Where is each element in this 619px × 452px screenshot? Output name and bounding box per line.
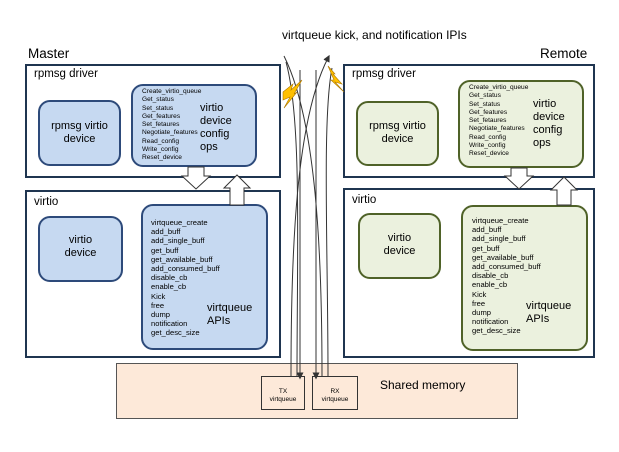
config-op-item: Create_virtio_queue	[142, 88, 202, 95]
virtqueue-api-item: Kick	[472, 289, 487, 299]
rx-line-up-left	[283, 55, 323, 377]
virtqueue-api-item: notification	[151, 319, 188, 329]
virtqueue-api-item: dump	[151, 310, 170, 320]
master-rpmsg-driver-title: rpmsg driver	[34, 68, 98, 80]
virtqueue-connector-lines	[283, 54, 333, 380]
master-virtio-title: virtio	[34, 196, 59, 208]
virtqueue-api-item: add_single_buff	[472, 234, 526, 244]
virtqueue-api-item: disable_cb	[151, 273, 188, 283]
virtqueue-api-item: enable_cb	[151, 282, 187, 292]
config-op-item: Negotiate_features	[142, 129, 198, 137]
virtqueue-api-item: enable_cb	[472, 280, 508, 290]
virtqueue-api-item: virtqueue_create	[472, 216, 529, 225]
rx-virtqueue-label: RX virtqueue	[321, 388, 349, 403]
master-lightning-icon	[282, 79, 303, 109]
config-op-item: Reset_device	[469, 150, 509, 158]
config-op-item: Get_status	[142, 96, 174, 104]
virtqueue-api-item: virtqueue_create	[151, 218, 208, 227]
master-virtqueue-api-box	[141, 204, 268, 350]
config-op-item: Read_config	[142, 137, 180, 145]
master-virtio-device-label: virtio device	[64, 234, 97, 259]
diagram-title: virtqueue kick, and notification IPIs	[282, 28, 467, 42]
config-op-item: Set_status	[469, 100, 501, 108]
virtqueue-api-item: disable_cb	[472, 271, 509, 281]
remote-lightning-icon	[327, 65, 345, 93]
remote-virtio-device-label: virtio device	[383, 232, 416, 257]
config-op-item: Get_status	[469, 92, 501, 100]
tx-line-up-right	[290, 54, 330, 377]
tx-virtqueue-label: TX virtqueue	[269, 388, 297, 403]
virtqueue-api-item: get_available_buff	[472, 252, 534, 262]
rx-virtqueue-box	[312, 376, 358, 410]
shared-memory-label: Shared memory	[380, 378, 466, 392]
virtqueue-api-item: get_desc_size	[151, 328, 200, 338]
master-config-ops-box	[131, 84, 257, 167]
config-op-item: Read_config	[469, 133, 507, 141]
remote-config-ops-box	[458, 80, 584, 168]
virtqueue-api-item: get_available_buff	[151, 254, 213, 264]
remote-virtio-title: virtio	[352, 194, 377, 206]
virtqueue-api-item: add_consumed_buff	[151, 264, 220, 274]
remote-rpmsg-virtio-device-label: rpmsg virtio device	[369, 120, 426, 145]
remote-virtqueue-api-box	[461, 205, 588, 351]
virtqueue-api-item: dump	[472, 308, 491, 318]
virtqueue-api-item: get_buff	[151, 245, 179, 255]
remote-down-block-arrow	[503, 167, 535, 190]
remote-label: Remote	[540, 46, 588, 61]
master-up-block-arrow	[222, 174, 252, 206]
virtqueue-api-item: add_consumed_buff	[472, 262, 541, 272]
config-op-item: Set_status	[142, 104, 174, 112]
config-op-item: Get_features	[142, 112, 181, 120]
rx-line-up-right	[325, 67, 333, 377]
remote-virtio-device	[358, 213, 441, 279]
virtqueue-api-item: get_desc_size	[472, 326, 521, 336]
config-op-item: Create_virtio_queue	[469, 84, 529, 91]
master-virtqueue-api-title: virtqueue APIs	[207, 302, 253, 327]
virtqueue-api-item: notification	[472, 317, 509, 327]
virtqueue-api-item: free	[472, 298, 486, 308]
virtqueue-api-item: Kick	[151, 291, 166, 301]
config-op-item: Negotiate_features	[469, 125, 525, 133]
virtqueue-api-item: get_buff	[472, 243, 500, 253]
master-rpmsg-virtio-device	[38, 100, 121, 166]
master-down-block-arrow	[180, 166, 212, 190]
remote-up-block-arrow	[549, 176, 579, 206]
tx-virtqueue-box	[261, 376, 305, 410]
config-op-item: Reset_device	[142, 154, 182, 162]
config-op-item: Set_fetaures	[142, 121, 180, 129]
remote-config-ops-title: virtio device config ops	[533, 98, 565, 149]
remote-virtqueue-api-title: virtqueue APIs	[526, 300, 572, 325]
tx-line-up-left	[285, 61, 299, 377]
config-op-item: Write_config	[142, 146, 179, 154]
remote-rpmsg-virtio-device	[356, 101, 439, 166]
master-virtio-device	[38, 216, 123, 282]
virtqueue-api-item: free	[151, 300, 165, 310]
virtqueue-api-item: add_single_buff	[151, 236, 205, 246]
master-label: Master	[28, 46, 70, 61]
master-rpmsg-virtio-device-label: rpmsg virtio device	[51, 120, 108, 145]
virtqueue-api-item: add_buff	[151, 227, 181, 237]
master-config-ops-title: virtio device config ops	[200, 102, 232, 153]
config-op-item: Set_fetaures	[469, 117, 507, 125]
config-op-item: Get_features	[469, 108, 508, 116]
remote-rpmsg-driver-title: rpmsg driver	[352, 68, 416, 80]
config-op-item: Write_config	[469, 142, 506, 150]
virtqueue-api-item: add_buff	[472, 225, 502, 235]
